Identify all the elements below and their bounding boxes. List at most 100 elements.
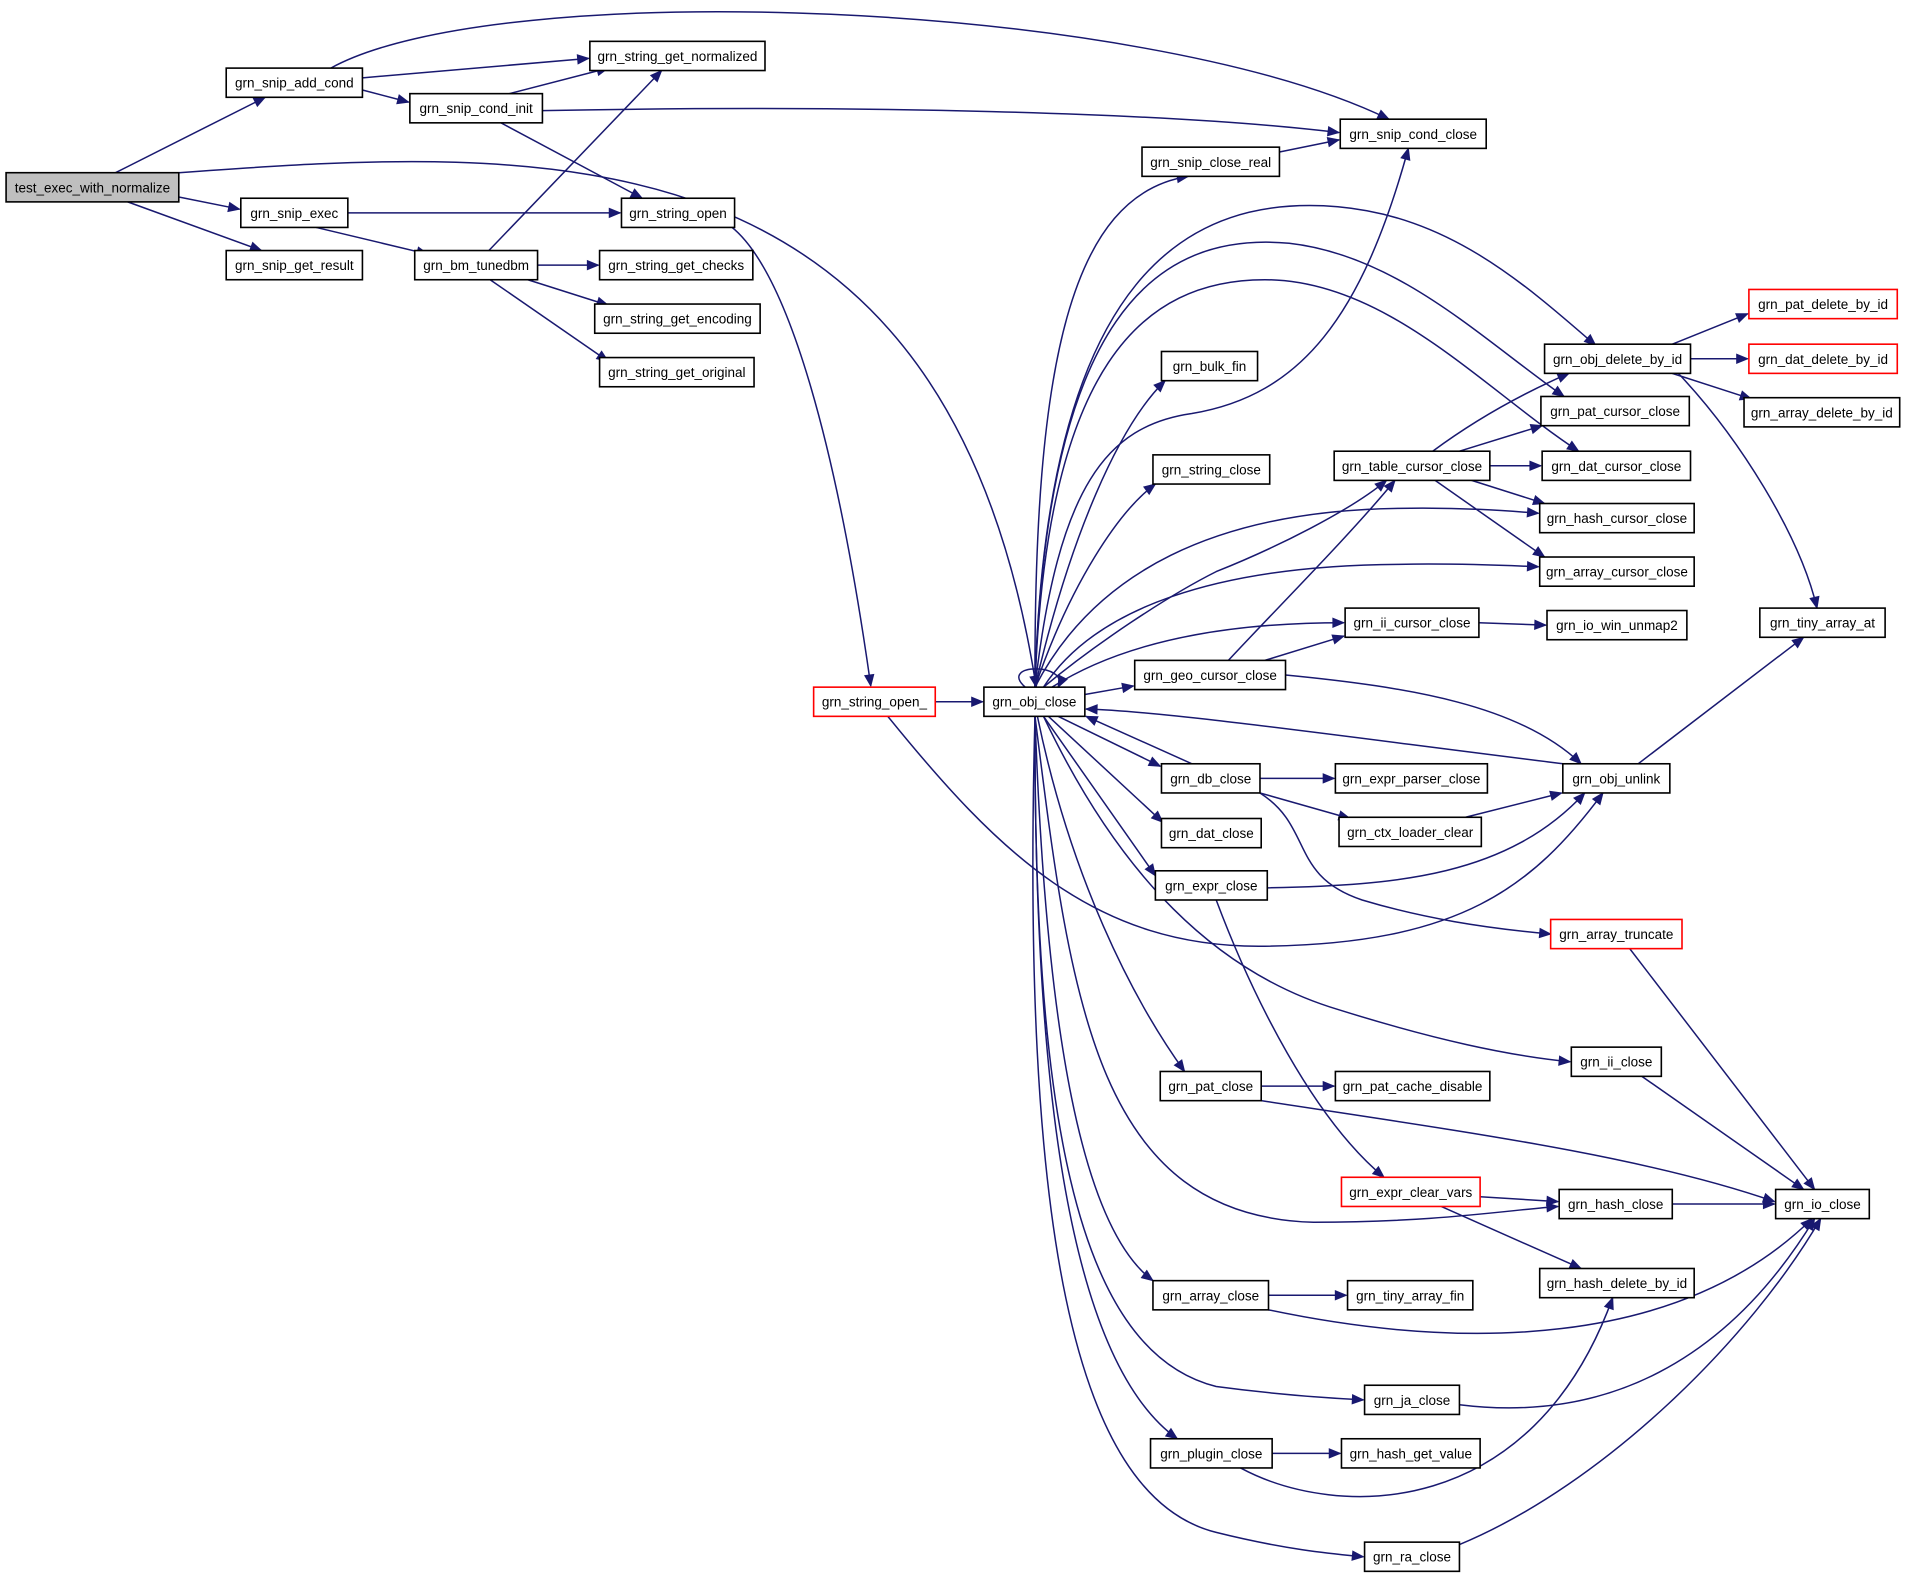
edge-arrowhead [1546,1195,1560,1207]
node-grn_dat_close[interactable]: grn_dat_close [1160,817,1262,849]
node-grn_expr_clear_vars[interactable]: grn_expr_clear_vars [1340,1176,1481,1208]
edge-arrowhead [1173,1059,1186,1073]
node-box [1546,609,1688,641]
edge-arrowhead [1532,546,1546,558]
node-grn_bulk_fin[interactable]: grn_bulk_fin [1160,350,1259,382]
node-grn_ra_close[interactable]: grn_ra_close [1363,1541,1461,1573]
edge-grn_pat_close-to-grn_pat_cache_disable [1261,1080,1336,1092]
edge-arrowhead [1526,561,1540,572]
node-grn_string_get_encoding[interactable]: grn_string_get_encoding [593,303,761,335]
node-grn_expr_close[interactable]: grn_expr_close [1154,869,1269,901]
node-grn_array_cursor_close[interactable]: grn_array_cursor_close [1538,556,1695,588]
edge-line [1032,716,1364,1558]
node-grn_hash_get_value[interactable]: grn_hash_get_value [1340,1437,1481,1469]
edge-grn_table_cursor_close-to-grn_array_cursor_close [1434,479,1546,558]
node-grn_snip_exec[interactable]: grn_snip_exec [240,197,349,229]
edge-grn_obj_close-to-grn_pat_close [1036,716,1186,1073]
edge-line [542,107,1340,134]
node-grn_snip_close_real[interactable]: grn_snip_close_real [1141,146,1281,178]
edge-grn_obj_close-to-grn_expr_close [1042,715,1157,877]
node-grn_expr_parser_close[interactable]: grn_expr_parser_close [1334,762,1489,794]
edge-test_exec_with_normalize-to-grn_snip_add_cond [115,96,267,174]
node-grn_hash_delete_by_id[interactable]: grn_hash_delete_by_id [1538,1267,1695,1299]
node-grn_obj_close[interactable]: grn_obj_close [983,686,1086,718]
node-grn_pat_close[interactable]: grn_pat_close [1159,1070,1262,1102]
edge-arrowhead [1546,1202,1560,1213]
node-box [589,40,766,72]
node-grn_pat_cache_disable[interactable]: grn_pat_cache_disable [1334,1070,1491,1102]
edge-grn_db_close-to-grn_expr_parser_close [1259,773,1336,784]
edge-arrowhead [1603,1296,1614,1311]
edge-grn_ja_close-to-grn_io_close [1459,1217,1816,1409]
node-grn_string_get_checks[interactable]: grn_string_get_checks [598,249,754,281]
node-grn_pat_cursor_close[interactable]: grn_pat_cursor_close [1540,395,1691,427]
node-grn_obj_delete_by_id[interactable]: grn_obj_delete_by_id [1543,343,1692,375]
node-grn_db_close[interactable]: grn_db_close [1160,762,1261,794]
node-grn_plugin_close[interactable]: grn_plugin_close [1149,1437,1273,1469]
node-grn_ii_close[interactable]: grn_ii_close [1570,1046,1663,1078]
edge-grn_geo_cursor_close-to-grn_ii_cursor_close [1264,634,1346,662]
node-label: grn_string_get_checks [608,258,744,273]
edge-arrowhead [1147,756,1162,767]
edge-line [1432,372,1570,452]
edge-arrowhead [1556,372,1571,383]
node-box [1344,607,1480,639]
node-grn_string_open_[interactable]: grn_string_open_ [812,686,937,718]
node-box [1334,1070,1491,1102]
node-grn_string_open[interactable]: grn_string_open [620,197,736,229]
node-grn_string_get_original[interactable]: grn_string_get_original [598,356,755,388]
node-box [225,249,364,281]
node-grn_ii_cursor_close[interactable]: grn_ii_cursor_close [1344,607,1480,639]
node-grn_hash_close[interactable]: grn_hash_close [1558,1188,1674,1220]
node-grn_snip_cond_close[interactable]: grn_snip_cond_close [1339,118,1487,150]
edge-grn_obj_close-to-grn_ii_close [1042,716,1572,1066]
node-label: grn_table_cursor_close [1342,459,1482,474]
node-label: grn_pat_delete_by_id [1758,297,1888,312]
node-label: grn_plugin_close [1160,1446,1262,1461]
node-grn_io_win_unmap2[interactable]: grn_io_win_unmap2 [1546,609,1688,641]
node-grn_ctx_loader_clear[interactable]: grn_ctx_loader_clear [1338,816,1483,848]
node-box [620,197,736,229]
node-box [1562,762,1671,794]
edge-grn_obj_unlink-to-grn_tiny_array_at [1637,636,1805,765]
node-grn_dat_cursor_close[interactable]: grn_dat_cursor_close [1541,450,1692,482]
node-label: grn_string_get_original [608,365,745,380]
node-grn_table_cursor_close[interactable]: grn_table_cursor_close [1333,450,1491,482]
node-grn_ja_close[interactable]: grn_ja_close [1363,1384,1461,1416]
node-label: grn_array_cursor_close [1546,565,1688,580]
node-grn_tiny_array_at[interactable]: grn_tiny_array_at [1759,607,1886,639]
node-grn_pat_delete_by_id[interactable]: grn_pat_delete_by_id [1748,288,1899,320]
node-label: grn_pat_cursor_close [1550,404,1680,419]
node-label: grn_expr_clear_vars [1349,1185,1472,1200]
edge-line [1672,372,1752,400]
edge-line [726,223,872,687]
edge-arrowhead [649,69,663,83]
node-label: grn_snip_add_cond [235,76,354,91]
node-grn_string_close[interactable]: grn_string_close [1152,454,1271,485]
node-label: grn_snip_exec [250,206,338,221]
node-label: grn_pat_close [1168,1079,1253,1094]
node-grn_array_close[interactable]: grn_array_close [1152,1279,1270,1311]
node-label: grn_string_get_normalized [597,49,757,64]
node-grn_hash_cursor_close[interactable]: grn_hash_cursor_close [1538,502,1695,534]
node-grn_array_truncate[interactable]: grn_array_truncate [1549,918,1683,950]
call-graph-nodes: test_exec_with_normalizegrn_snip_add_con… [5,40,1901,1573]
edge-grn_obj_close-to-grn_bulk_fin [1034,379,1167,688]
node-grn_tiny_array_fin[interactable]: grn_tiny_array_fin [1346,1279,1474,1311]
node-grn_snip_cond_init[interactable]: grn_snip_cond_init [409,92,544,124]
node-grn_bm_tunedbm[interactable]: grn_bm_tunedbm [413,249,539,281]
node-grn_obj_unlink[interactable]: grn_obj_unlink [1562,762,1671,794]
node-grn_io_close[interactable]: grn_io_close [1774,1188,1871,1220]
call-graph-edges [115,11,1822,1561]
edge-grn_obj_close-to-grn_snip_cond_close [1034,147,1411,688]
node-grn_array_delete_by_id[interactable]: grn_array_delete_by_id [1743,396,1901,428]
edge-line [1085,715,1193,765]
node-grn_snip_add_cond[interactable]: grn_snip_add_cond [225,67,364,99]
node-grn_geo_cursor_close[interactable]: grn_geo_cursor_close [1133,659,1287,691]
edge-line [527,279,609,306]
node-grn_snip_get_result[interactable]: grn_snip_get_result [225,249,364,281]
edge-line [1036,716,1186,1072]
node-grn_string_get_normalized[interactable]: grn_string_get_normalized [589,40,766,72]
node-grn_dat_delete_by_id[interactable]: grn_dat_delete_by_id [1748,343,1899,375]
edge-grn_expr_close-to-grn_expr_clear_vars [1215,899,1386,1179]
